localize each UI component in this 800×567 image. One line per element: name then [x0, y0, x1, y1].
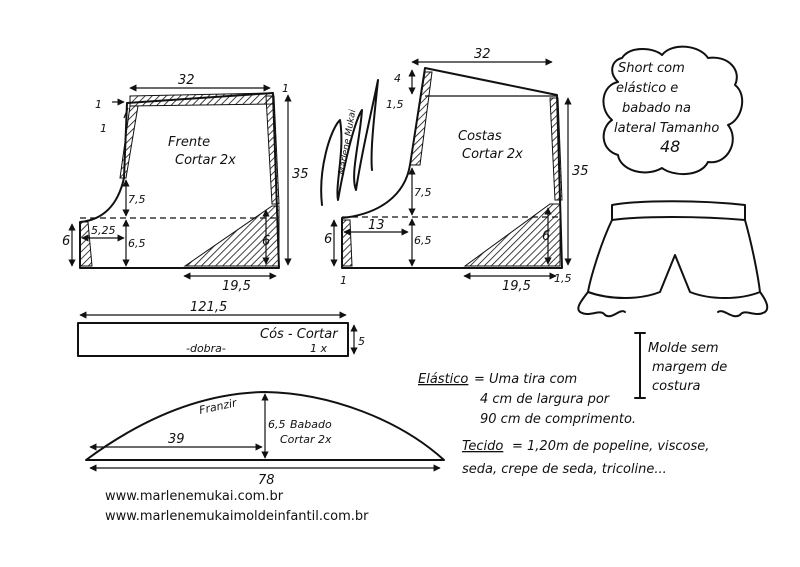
front-corner-tl-label: 1: [95, 98, 102, 111]
title-line1: Short com: [618, 61, 685, 76]
shorts-illustration: [577, 200, 769, 318]
fabric-label: Tecido: [462, 439, 503, 454]
front-name: Frente: [168, 135, 210, 150]
waistband-outline: [77, 322, 349, 357]
elastic-label: Elástico: [418, 372, 468, 387]
back-crotch-w-label: 13: [368, 218, 385, 233]
title-cloud: Short com elástico e babado na lateral T…: [602, 45, 744, 175]
front-left-label: 6: [62, 234, 70, 249]
mold-note-line2: margem de: [652, 360, 727, 375]
title-line4: lateral Tamanho: [614, 121, 719, 136]
signature: Marlene Mukai: [320, 79, 379, 206]
back-top-label: 32: [474, 47, 491, 62]
back-hatch-inseam: [341, 219, 353, 267]
fabric-line1: = 1,20m de popeline, viscose,: [512, 439, 709, 454]
shorts-waistband: [611, 200, 746, 221]
elastic-line2: 4 cm de largura por: [480, 392, 611, 407]
front-corner-tr-label: 1: [282, 82, 289, 95]
website-url-2[interactable]: www.marlenemukaimoldeinfantil.com.br: [105, 509, 369, 524]
back-hem-label: 19,5: [502, 279, 531, 294]
back-left-label: 6: [324, 232, 332, 247]
ruffle-gather-label: Franzir: [198, 396, 239, 417]
front-hatch-hem: [183, 205, 280, 267]
front-hatch-top: [129, 92, 274, 107]
back-hem-right-label: 1,5: [554, 272, 572, 285]
elastic-line3: 90 cm de comprimento.: [480, 412, 636, 427]
ruffle-width-label: 78: [258, 473, 275, 488]
front-corner-arrow-b: [123, 107, 129, 119]
front-hem-label: 19,5: [222, 279, 251, 294]
front-crotch-w-label: 5,25: [91, 224, 116, 237]
title-line2: elástico e: [616, 81, 678, 96]
waistband-name: Cós - Cortar: [260, 327, 339, 342]
front-inseam-label: 6,5: [128, 237, 146, 250]
back-hatch-left: [409, 71, 433, 166]
front-hatch-right: [265, 95, 280, 205]
website-links: www.marlenemukai.com.br www.marlenemukai…: [105, 489, 369, 524]
fabric-note: Tecido = 1,20m de popeline, viscose, sed…: [462, 439, 709, 477]
signature-scribble: [320, 79, 379, 206]
front-piece: 32 35 7,5 6,5 5,25 6 19,5 6 1 1 1 Frente…: [62, 73, 309, 294]
title-cloud-outline: [602, 45, 744, 175]
back-inseam-label: 6,5: [414, 234, 432, 247]
ruffle-outline: [85, 391, 445, 461]
ruffle-cut: Cortar 2x: [280, 433, 332, 446]
front-hatch-inseam: [79, 221, 93, 267]
back-crotch-h-label: 7,5: [414, 186, 432, 199]
waistband-fold: -dobra-: [186, 342, 226, 355]
front-side-label: 35: [292, 167, 309, 182]
front-top-label: 32: [178, 73, 195, 88]
front-crotch-h-label: 7,5: [128, 193, 146, 206]
back-rise-label: 1,5: [386, 98, 404, 111]
front-corner-tl-b-label: 1: [100, 122, 107, 135]
front-right-label: 6: [262, 234, 270, 249]
mold-note-bracket: [634, 332, 646, 399]
back-hatch-hem: [463, 203, 561, 267]
back-piece: 32 35 1,5 4 7,5 6,5 13 6 19,5 6 1,5 1 Co…: [324, 47, 589, 294]
waistband-height-label: 5: [358, 335, 365, 348]
back-side-label: 35: [572, 164, 589, 179]
back-cut: Cortar 2x: [462, 147, 523, 162]
elastic-line1: = Uma tira com: [474, 372, 577, 387]
back-outline: [341, 67, 563, 269]
elastic-note: Elástico = Uma tira com 4 cm de largura …: [418, 372, 636, 427]
back-corner-bl-label: 1: [340, 274, 347, 287]
shorts-left-ruffle: [577, 291, 626, 318]
waistband-width-label: 121,5: [190, 300, 227, 315]
back-name: Costas: [458, 129, 502, 144]
ruffle-height-label: 6,5: [268, 418, 286, 431]
ruffle-piece: Franzir 6,5 Babado Cortar 2x 39 78: [85, 391, 445, 488]
shorts-right-ruffle: [717, 291, 769, 318]
mold-note: Molde sem margem de costura: [634, 332, 727, 399]
waistband-cut: 1 x: [310, 342, 327, 355]
title-line5: 48: [660, 137, 680, 156]
ruffle-half-label: 39: [168, 432, 185, 447]
waistband-piece: 121,5 5 Cós - Cortar 1 x -dobra-: [77, 300, 365, 357]
title-line3: babado na: [622, 101, 691, 116]
ruffle-name: Babado: [290, 418, 332, 431]
back-rise-b-label: 4: [394, 72, 401, 85]
mold-note-line1: Molde sem: [648, 341, 719, 356]
mold-note-line3: costura: [652, 379, 701, 394]
shorts-body: [587, 219, 761, 299]
front-cut: Cortar 2x: [175, 153, 236, 168]
back-right-label: 6: [542, 229, 550, 244]
back-hatch-right: [549, 97, 563, 201]
fabric-line2: seda, crepe de seda, tricoline...: [462, 462, 667, 477]
front-hatch-left: [119, 105, 139, 179]
website-url-1[interactable]: www.marlenemukai.com.br: [105, 489, 284, 504]
